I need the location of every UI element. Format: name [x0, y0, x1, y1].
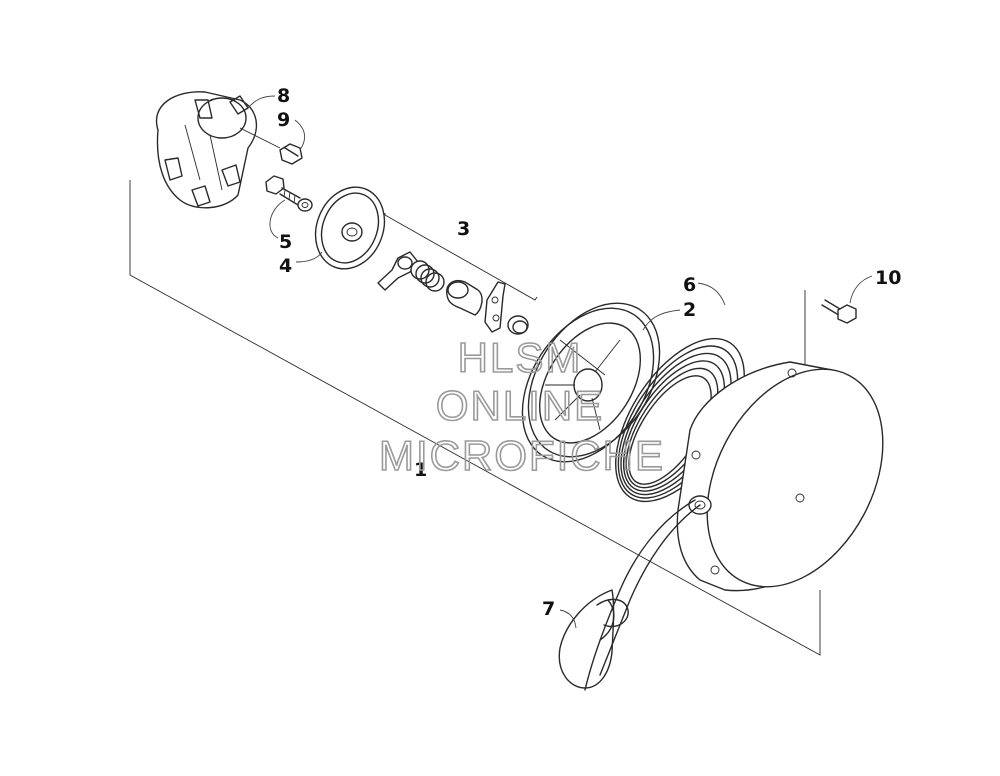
screw-5	[265, 175, 313, 212]
callout-7: 7	[542, 598, 555, 620]
callout-8: 8	[277, 85, 290, 107]
callout-9: 9	[277, 109, 290, 131]
callout-10: 10	[875, 267, 901, 289]
watermark-line-3: MICROFICHE	[379, 432, 665, 479]
callout-2: 2	[683, 299, 696, 321]
watermark-line-2: ONLINE	[436, 382, 604, 429]
starter-rope	[558, 499, 701, 691]
leader-lines	[247, 95, 873, 629]
callout-4: 4	[279, 255, 292, 277]
ratchet-group	[377, 213, 538, 335]
callout-5: 5	[279, 231, 292, 253]
callouts: 1 2 3 4 5 6 7 8 9 10	[277, 85, 901, 620]
friction-plate	[314, 186, 386, 270]
drive-cup	[155, 91, 258, 209]
callout-6: 6	[683, 274, 696, 296]
callout-1: 1	[414, 459, 427, 481]
watermark: HLSM ONLINE MICROFICHE	[378, 333, 665, 480]
watermark-line-1: HLSM	[458, 334, 583, 381]
bolt-9	[239, 127, 303, 165]
starter-housing	[676, 361, 884, 592]
callout-3: 3	[457, 218, 470, 240]
rope-pulley	[521, 302, 661, 463]
screw-10	[821, 299, 857, 324]
assembly-bracket	[129, 180, 821, 656]
